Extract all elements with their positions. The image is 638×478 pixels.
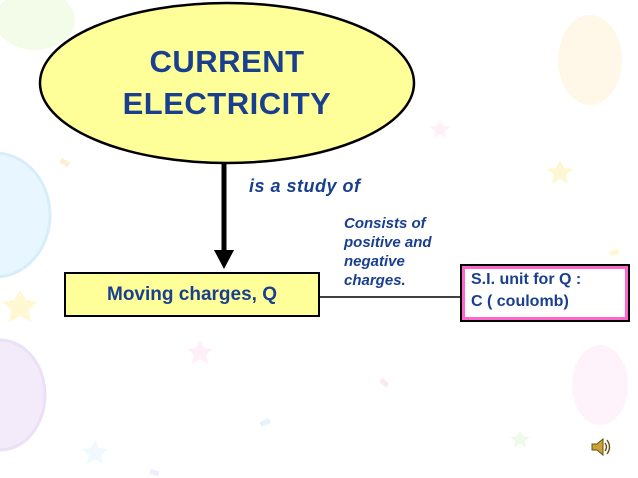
unit-box-inner: S.I. unit for Q : C ( coulomb) (465, 269, 625, 317)
main-node-box: Moving charges, Q (64, 272, 320, 317)
unit-line-2: C ( coulomb) (471, 293, 569, 310)
confetti-decoration (2, 120, 620, 477)
side-note-line-1: Consists of (344, 215, 426, 232)
study-arrowhead (214, 250, 234, 269)
speaker-icon[interactable] (590, 436, 612, 458)
side-note-line-4: charges. (344, 272, 406, 289)
diagram-title: CURRENT ELECTRICITY (40, 2, 414, 164)
side-note-line-3: negative (344, 253, 405, 270)
side-note-line-2: positive and (344, 234, 432, 251)
main-node-label: Moving charges, Q (107, 283, 277, 305)
connector-label: is a study of (249, 176, 361, 196)
side-note: Consists of positive and negative charge… (344, 214, 474, 290)
title-line-1: CURRENT (149, 44, 305, 79)
title-line-2: ELECTRICITY (122, 86, 332, 121)
unit-line-1: S.I. unit for Q : (471, 271, 582, 288)
unit-box: S.I. unit for Q : C ( coulomb) (460, 264, 630, 322)
title-ellipse (38, 1, 416, 165)
